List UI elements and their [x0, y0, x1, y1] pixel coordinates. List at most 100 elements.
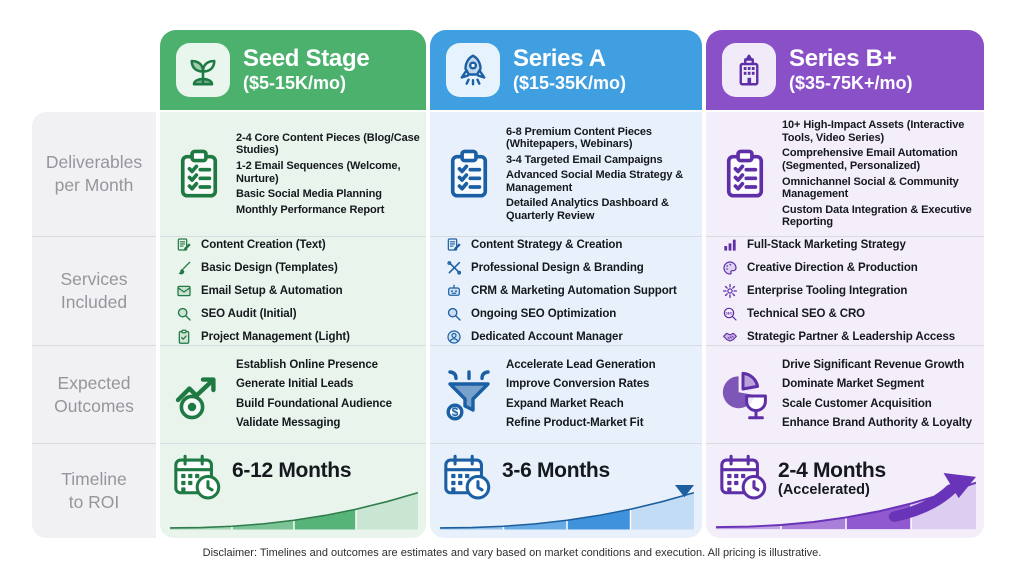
gear-icon	[722, 283, 738, 299]
deliverables-list: 10+ High-Impact Assets (Interactive Tool…	[782, 119, 978, 228]
outcome-item: Dominate Market Segment	[782, 378, 925, 391]
deliverable-item: Comprehensive Email Automation (Segmente…	[782, 147, 958, 172]
outcomes-list: Drive Significant Revenue Growth Dominat…	[782, 359, 972, 429]
column-title: Series B+	[789, 45, 897, 73]
services-cell-series-a: Content Strategy & Creation Professional…	[430, 236, 702, 345]
service-item: Full-Stack Marketing Strategy	[722, 237, 984, 253]
deliverables-list: 2-4 Core Content Pieces (Blog/Case Studi…	[236, 132, 420, 216]
service-item: SEO Audit (Initial)	[176, 306, 426, 322]
header-icon-tile	[722, 43, 776, 97]
deliverable-item: Basic Social Media Planning	[236, 188, 382, 201]
deliverable-item: 10+ High-Impact Assets (Interactive Tool…	[782, 119, 965, 144]
service-item: CRM & Marketing Automation Support	[446, 283, 702, 299]
row-label-line: Timeline	[61, 469, 127, 490]
services-cell-seed: Content Creation (Text) Basic Design (Te…	[160, 236, 426, 345]
service-label: Strategic Partner & Leadership Access	[747, 331, 956, 343]
outcomes-list: Establish Online Presence Generate Initi…	[236, 359, 392, 429]
outcomes-cell-series-b: Drive Significant Revenue Growth Dominat…	[706, 345, 984, 443]
service-label: CRM & Marketing Automation Support	[471, 285, 677, 297]
header-icon-tile	[446, 43, 500, 97]
service-label: Enterprise Tooling Integration	[747, 285, 908, 297]
service-item: Email Setup & Automation	[176, 283, 426, 299]
service-label: Ongoing SEO Optimization	[471, 308, 617, 320]
deliverables-cell-seed: 2-4 Core Content Pieces (Blog/Case Studi…	[160, 112, 426, 236]
service-item: Project Management (Light)	[176, 329, 426, 345]
deliverable-item: Monthly Performance Report	[236, 203, 385, 216]
arrow-up-icon	[888, 484, 958, 522]
search-icon	[446, 306, 462, 322]
outcome-item: Refine Product-Market Fit	[506, 416, 644, 429]
service-item: Basic Design (Templates)	[176, 260, 426, 276]
arrow-down-icon	[674, 485, 694, 498]
clipboard-icon	[440, 148, 498, 200]
growth-target-icon	[170, 369, 228, 421]
header-text: Series A ($15-35K/mo)	[513, 45, 627, 93]
building-icon	[731, 52, 767, 88]
roi-growth-curve	[440, 485, 694, 530]
service-item: Professional Design & Branding	[446, 260, 702, 276]
column-header-series-b: Series B+ ($35-75K+/mo)	[706, 30, 984, 110]
outcome-item: Improve Conversion Rates	[506, 378, 650, 391]
column-price: ($15-35K/mo)	[513, 72, 627, 93]
outcomes-list: Accelerate Lead Generation Improve Conve…	[506, 359, 656, 429]
clipboard-icon	[716, 148, 774, 200]
roi-growth-curve	[170, 491, 418, 530]
header-text: Series B+ ($35-75K+/mo)	[789, 45, 913, 93]
brush-icon	[176, 260, 192, 276]
rocket-icon	[455, 52, 491, 88]
seedling-icon	[185, 52, 221, 88]
service-label: Project Management (Light)	[201, 331, 350, 343]
outcome-item: Build Foundational Audience	[236, 397, 392, 410]
service-item: Creative Direction & Production	[722, 260, 984, 276]
mail-icon	[176, 283, 192, 299]
outcome-item: Accelerate Lead Generation	[506, 359, 656, 372]
service-item: Technical SEO & CRO	[722, 306, 984, 322]
service-label: Full-Stack Marketing Strategy	[747, 239, 906, 251]
service-item: Content Creation (Text)	[176, 237, 426, 253]
service-item: Ongoing SEO Optimization	[446, 306, 702, 322]
column-header-seed-stage: Seed Stage ($5-15K/mo)	[160, 30, 426, 110]
row-label-timeline: Timeline to ROI	[32, 443, 156, 538]
outcome-item: Expand Market Reach	[506, 397, 624, 410]
row-label-line: Deliverables	[45, 152, 143, 173]
deliverables-cell-series-a: 6-8 Premium Content Pieces (Whitepapers,…	[430, 112, 702, 236]
timeline-header: 2-4 Months (Accelerated)	[718, 452, 974, 502]
memo-icon	[176, 237, 192, 253]
deliverables-list: 6-8 Premium Content Pieces (Whitepapers,…	[506, 126, 696, 223]
deliverable-item: 3-4 Targeted Email Campaigns	[506, 153, 663, 166]
service-label: Content Creation (Text)	[201, 239, 326, 251]
outcomes-cell-seed: Establish Online Presence Generate Initi…	[160, 345, 426, 443]
service-label: Dedicated Account Manager	[471, 331, 623, 343]
seo-search-icon	[722, 306, 738, 322]
service-item: Strategic Partner & Leadership Access	[722, 329, 984, 345]
column-price: ($35-75K+/mo)	[789, 72, 913, 93]
service-label: SEO Audit (Initial)	[201, 308, 297, 320]
clipboard-icon	[170, 148, 228, 200]
deliverable-item: Omnichannel Social & Community Managemen…	[782, 175, 959, 201]
row-label-line: to ROI	[68, 492, 120, 512]
deliverable-item: 2-4 Core Content Pieces (Blog/Case Studi…	[236, 131, 420, 157]
deliverable-item: 1-2 Email Sequences (Welcome, Nurture)	[236, 159, 401, 185]
bar-chart-icon	[722, 237, 738, 253]
tools-icon	[446, 260, 462, 276]
timeline-note: (Accelerated)	[778, 482, 870, 498]
column-title: Seed Stage	[243, 45, 370, 73]
funnel-icon	[440, 369, 498, 421]
row-label-deliverables: Deliverables per Month	[32, 112, 156, 236]
handshake-icon	[722, 329, 738, 345]
outcome-item: Drive Significant Revenue Growth	[782, 359, 965, 372]
timeline-duration: 6-12 Months	[232, 459, 352, 482]
pie-chart-trophy-icon	[716, 369, 774, 421]
outcomes-cell-series-a: Accelerate Lead Generation Improve Conve…	[430, 345, 702, 443]
deliverable-item: 6-8 Premium Content Pieces (Whitepapers,…	[506, 125, 652, 151]
timeline-header: 6-12 Months	[172, 452, 416, 502]
column-price: ($5-15K/mo)	[243, 72, 347, 93]
row-label-line: per Month	[54, 175, 134, 195]
roi-growth-curve	[716, 473, 976, 530]
column-title: Series A	[513, 45, 606, 73]
service-label: Email Setup & Automation	[201, 285, 343, 297]
robot-icon	[446, 283, 462, 299]
service-item: Enterprise Tooling Integration	[722, 283, 984, 299]
search-icon	[176, 306, 192, 322]
deliverable-item: Advanced Social Media Strategy & Managem…	[506, 169, 684, 194]
